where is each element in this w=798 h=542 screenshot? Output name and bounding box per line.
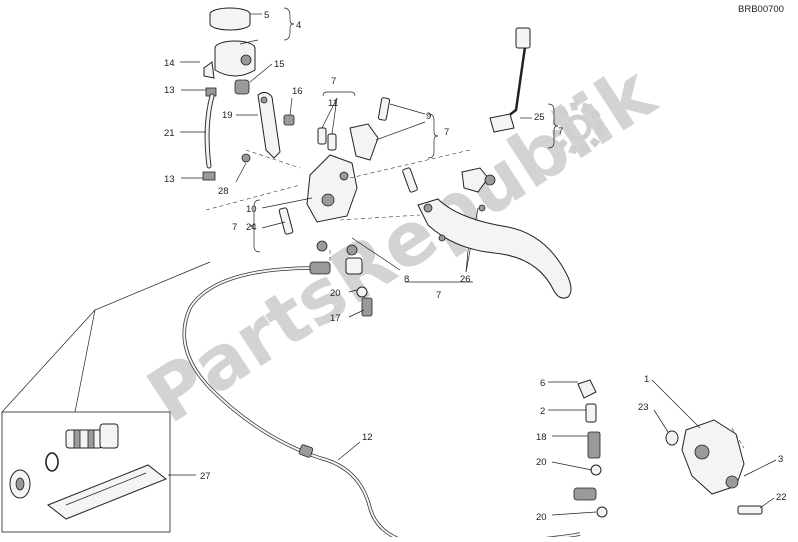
- callout-17: 17: [330, 313, 341, 324]
- callout-19: 19: [222, 110, 233, 121]
- clutch-hose: [182, 261, 597, 542]
- callout-3: 3: [778, 454, 783, 465]
- callout-15: 15: [274, 59, 285, 70]
- callout-8: 8: [404, 274, 409, 285]
- reservoir-hose: [204, 93, 215, 169]
- lever-adjuster: [461, 167, 496, 212]
- callout-7-bottom: 7: [436, 290, 441, 301]
- callout-5: 5: [264, 10, 269, 21]
- pivot-nut: [316, 240, 328, 252]
- callout-26: 26: [460, 274, 471, 285]
- slave-screw: [737, 505, 763, 515]
- adjuster-pin: [278, 207, 294, 235]
- bleeder-valve: [585, 403, 597, 423]
- callouts: 5 4 14 15 13 16 19 21 13 28 7 11 9 7 25 …: [164, 10, 787, 523]
- callout-7-top: 7: [331, 76, 336, 87]
- clutch-lever: [417, 198, 572, 299]
- callout-25: 25: [534, 112, 545, 123]
- callout-7-switch: 7: [558, 126, 563, 137]
- callout-27: 27: [200, 471, 211, 482]
- callout-4: 4: [296, 20, 301, 31]
- reservoir-cap: [209, 7, 251, 31]
- callout-13-bottom: 13: [164, 174, 175, 185]
- bracket-nut: [241, 153, 251, 163]
- kit-label-card: [47, 464, 167, 520]
- circlip: [45, 452, 59, 472]
- banjo-bolt-assembly: [345, 244, 373, 317]
- callout-10: 10: [246, 204, 257, 215]
- banjo-bolt-lower: [587, 431, 601, 459]
- callout-24: 24: [246, 222, 257, 233]
- leader-hose: [337, 441, 361, 461]
- repair-kit-inset: [1, 261, 211, 533]
- callout-21: 21: [164, 128, 175, 139]
- leader-lines-slave: [548, 379, 777, 516]
- bleeder-cap: [577, 379, 597, 399]
- callout-22: 22: [776, 492, 787, 503]
- callout-20-upper: 20: [330, 288, 341, 299]
- callout-7-right: 7: [444, 127, 449, 138]
- hose-clamp-bottom: [202, 171, 216, 181]
- callout-1: 1: [644, 374, 649, 385]
- callout-28: 28: [218, 186, 229, 197]
- leader-lines-reservoir: [180, 7, 301, 211]
- callout-13-top: 13: [164, 85, 175, 96]
- clamp-bolts: [317, 97, 391, 151]
- callout-11: 11: [328, 98, 338, 109]
- lever-pivot-pin: [402, 167, 418, 193]
- callout-12: 12: [362, 432, 373, 443]
- callout-20-low: 20: [536, 512, 547, 523]
- callout-18: 18: [536, 432, 547, 443]
- master-cylinder-body: [306, 154, 358, 223]
- reservoir-bracket: [257, 91, 281, 159]
- reservoir-body: [203, 40, 256, 79]
- callout-16: 16: [292, 86, 303, 97]
- clutch-switch: [489, 27, 531, 133]
- callout-6: 6: [540, 378, 545, 389]
- callout-2: 2: [540, 406, 545, 417]
- callout-23: 23: [638, 402, 649, 413]
- callout-14: 14: [164, 58, 175, 69]
- upper-clamp: [349, 123, 379, 161]
- slave-seal: [665, 430, 679, 446]
- piston-kit: [65, 423, 119, 449]
- brackets-switch: [520, 103, 559, 149]
- reservoir-grommet: [234, 79, 250, 95]
- dust-boot: [9, 469, 31, 499]
- diagram-code: BRB00700: [738, 4, 784, 15]
- bracket-screw: [283, 114, 295, 126]
- gear-watermark-icon: [552, 102, 604, 154]
- callout-20-mid: 20: [536, 457, 547, 468]
- slave-cylinder: [681, 419, 745, 495]
- callout-9: 9: [426, 111, 431, 122]
- callout-7-left: 7: [232, 222, 237, 233]
- washers-lower: [590, 464, 608, 518]
